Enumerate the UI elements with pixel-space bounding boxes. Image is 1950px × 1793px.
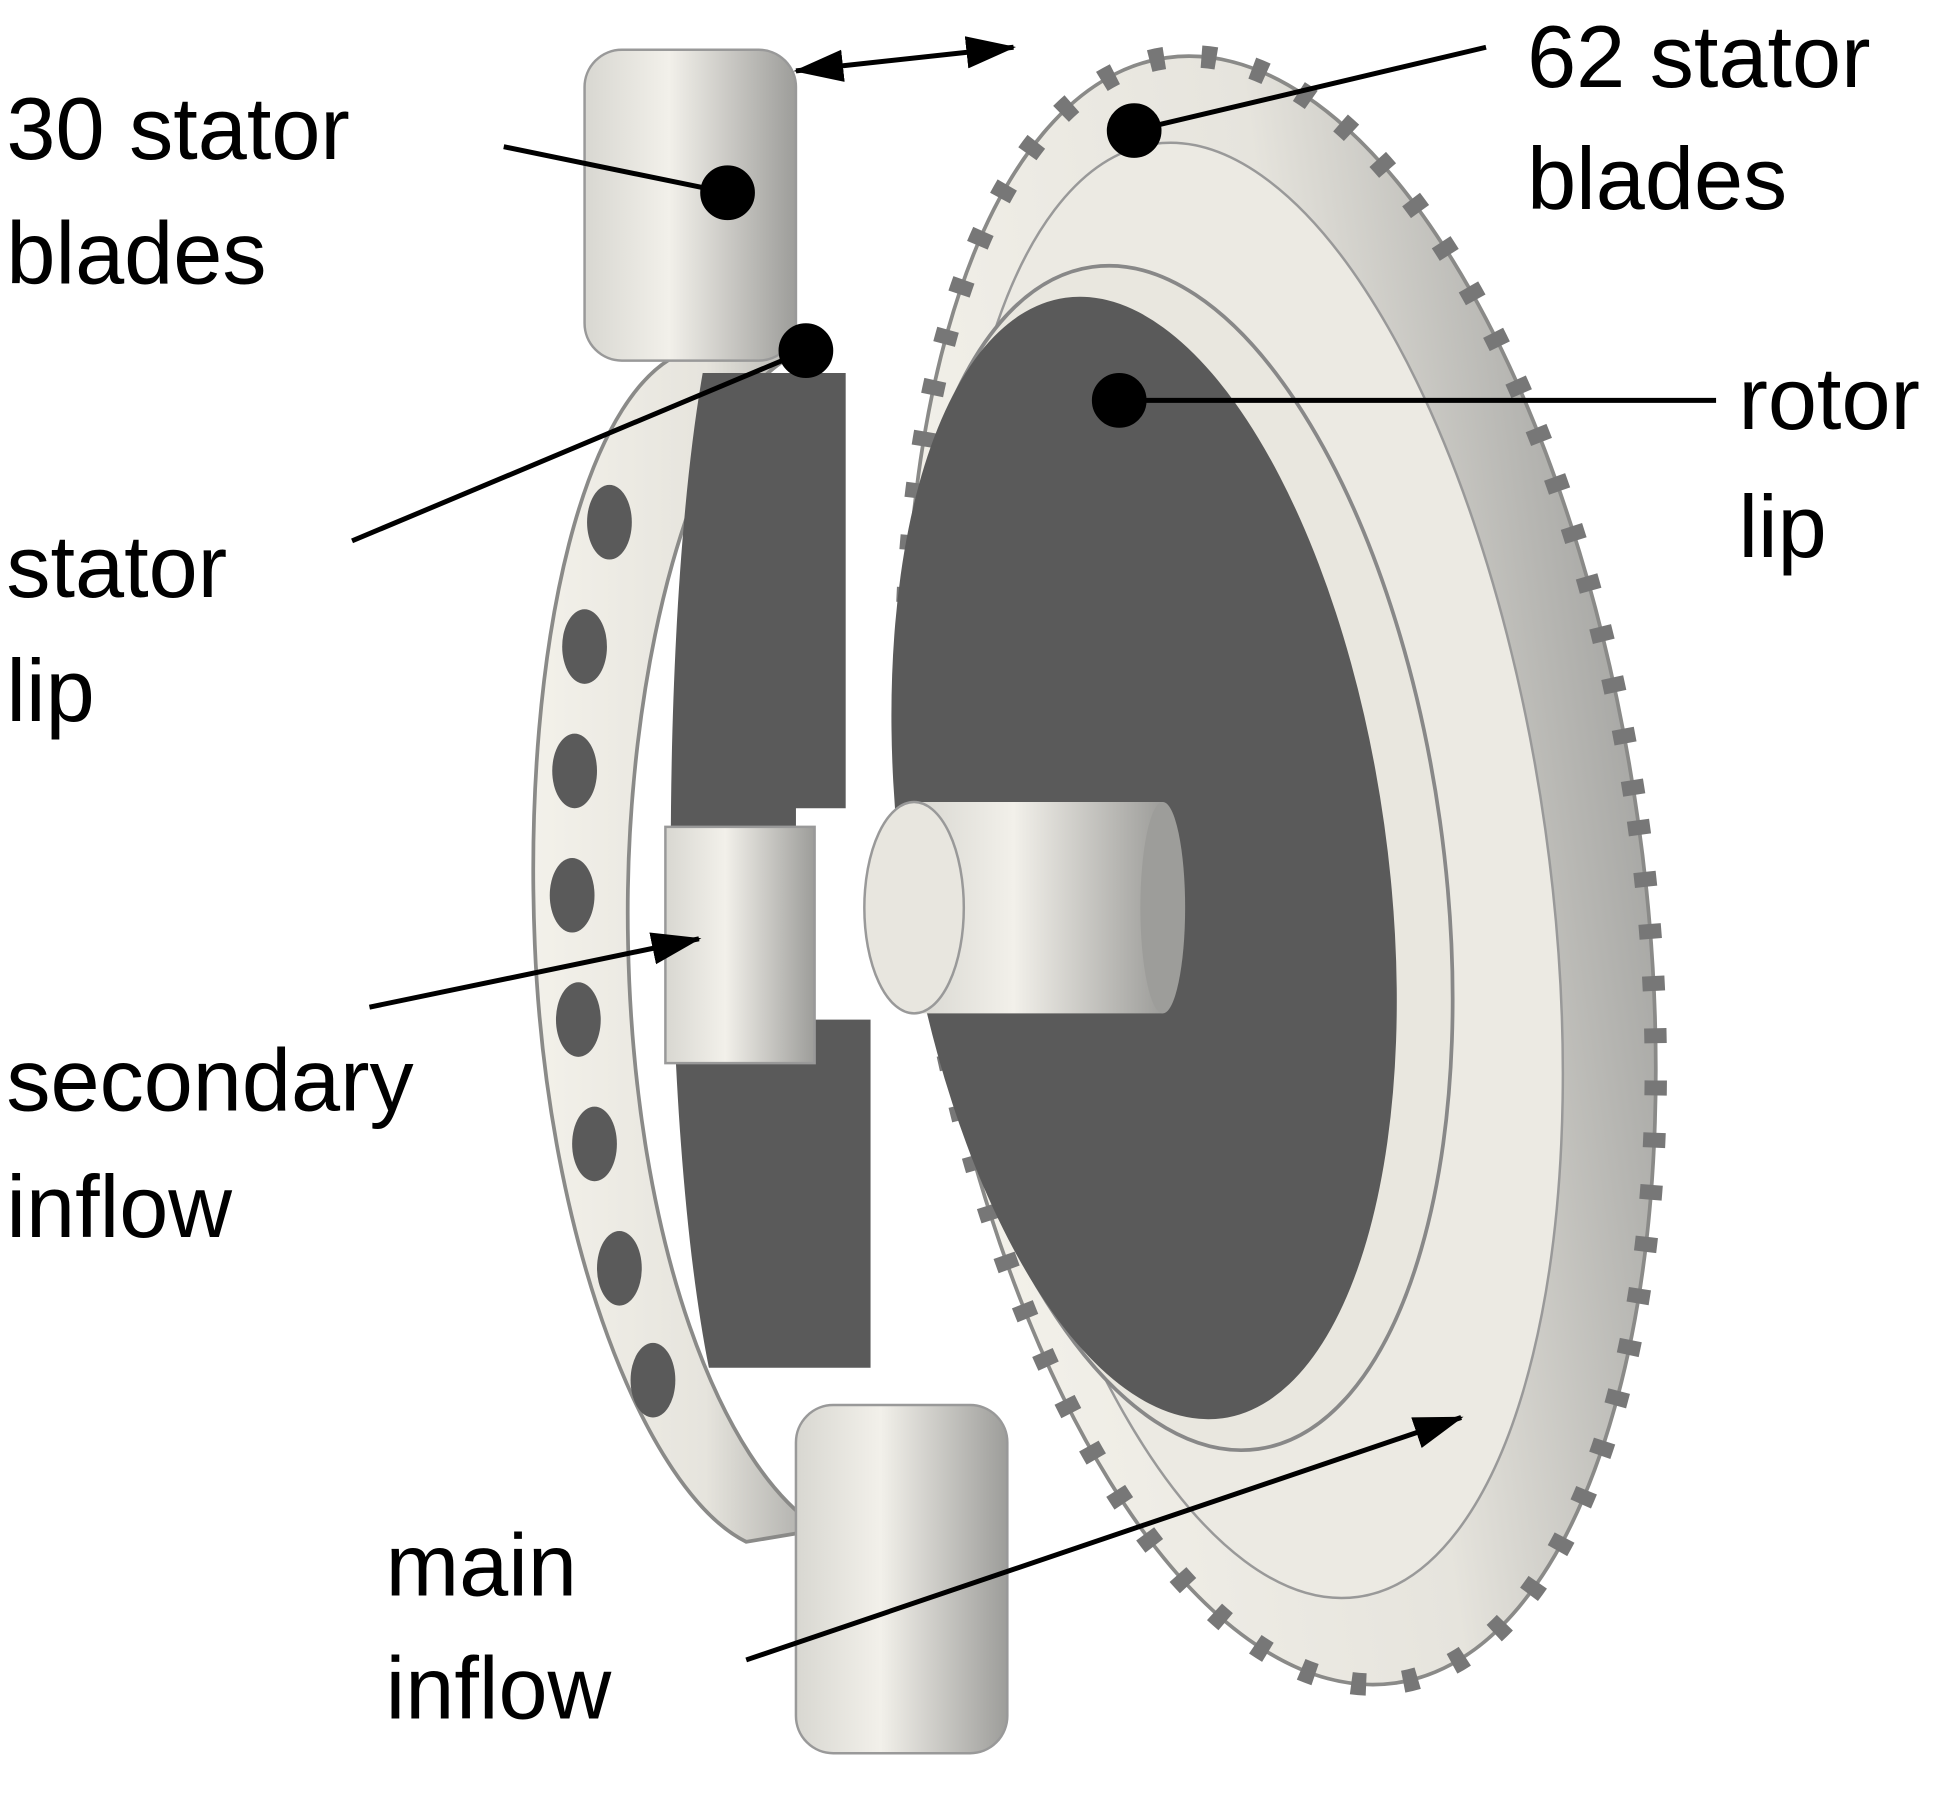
arrow-main-inflow — [745, 1415, 1464, 1663]
label-secondary-inflow-line1: secondary — [6, 1030, 413, 1129]
secondary-inflow-channel — [664, 825, 816, 1065]
stator-blade-top — [583, 48, 798, 362]
marker-dot — [778, 323, 834, 378]
label-secondary-inflow-line2: inflow — [6, 1157, 232, 1256]
label-stator-lip-line2: lip — [6, 641, 94, 740]
label-30-stator-line1: 30 stator — [6, 79, 349, 178]
arrow-secondary-inflow — [368, 932, 702, 1010]
label-62-stator-line1: 62 stator — [1527, 7, 1870, 106]
annotations — [351, 36, 1717, 1663]
marker-dot — [700, 165, 755, 221]
label-rotor-lip-line1: rotor — [1738, 349, 1920, 448]
double-arrow-gap — [793, 36, 1017, 82]
leader-30-stator — [503, 144, 729, 196]
marker-dot — [1091, 373, 1147, 428]
marker-dot — [1106, 103, 1162, 158]
label-30-stator-line2: blades — [6, 203, 266, 302]
shaft — [863, 800, 1186, 1015]
label-stator-lip-line1: stator — [6, 517, 227, 616]
leader-62-stator — [1133, 44, 1487, 133]
stator-blade-bottom — [794, 1403, 1009, 1755]
leader-stator-lip — [351, 348, 807, 544]
label-main-inflow-line1: main — [386, 1515, 577, 1614]
30-stator-blade-ring — [531, 48, 1009, 1755]
label-main-inflow-line2: inflow — [386, 1638, 612, 1737]
label-rotor-lip-line2: lip — [1738, 477, 1826, 576]
label-62-stator-line2: blades — [1527, 129, 1787, 228]
